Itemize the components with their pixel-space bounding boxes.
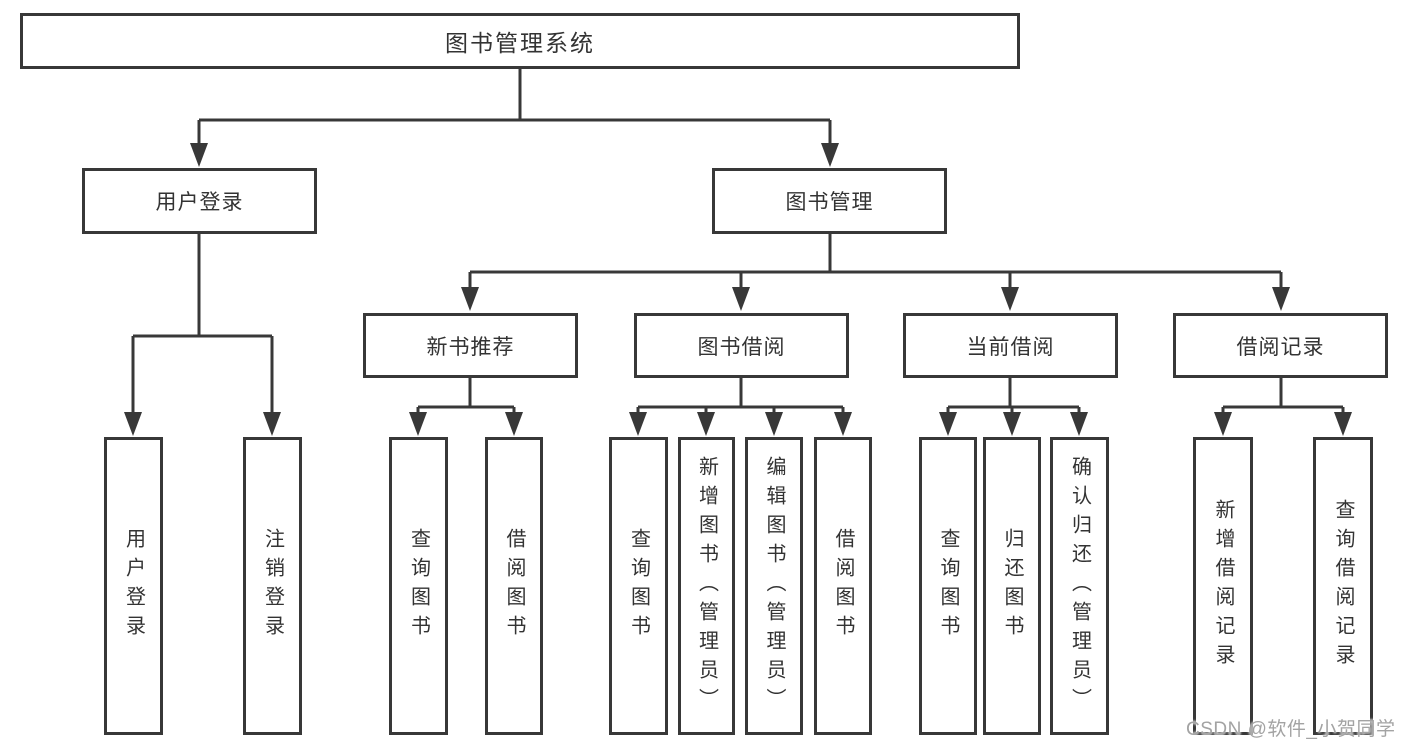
leaf-borrow-books-recommend: 借阅图书 <box>485 437 543 735</box>
leaf-query-books-borrow: 查询图书 <box>609 437 668 735</box>
node-borrowing-records: 借阅记录 <box>1173 313 1388 378</box>
node-library-management-system: 图书管理系统 <box>20 13 1020 69</box>
leaf-user-login: 用户登录 <box>104 437 163 735</box>
node-book-management: 图书管理 <box>712 168 947 234</box>
leaf-query-borrow-record: 查询借阅记录 <box>1313 437 1373 735</box>
leaf-return-books: 归还图书 <box>983 437 1041 735</box>
node-book-borrowing: 图书借阅 <box>634 313 849 378</box>
leaf-add-borrow-record: 新增借阅记录 <box>1193 437 1253 735</box>
node-user-login: 用户登录 <box>82 168 317 234</box>
leaf-confirm-return-admin: 确认归还（管理员） <box>1050 437 1109 735</box>
leaf-edit-books-admin: 编辑图书（管理员） <box>745 437 803 735</box>
leaf-borrow-books-borrow: 借阅图书 <box>814 437 872 735</box>
leaf-logout: 注销登录 <box>243 437 302 735</box>
leaf-query-books-current: 查询图书 <box>919 437 977 735</box>
leaf-query-books-recommend: 查询图书 <box>389 437 448 735</box>
csdn-watermark: CSDN @软件_小贺同学 <box>1186 719 1396 740</box>
node-new-book-recommend: 新书推荐 <box>363 313 578 378</box>
node-current-borrowing: 当前借阅 <box>903 313 1118 378</box>
leaf-add-books-admin: 新增图书（管理员） <box>678 437 735 735</box>
